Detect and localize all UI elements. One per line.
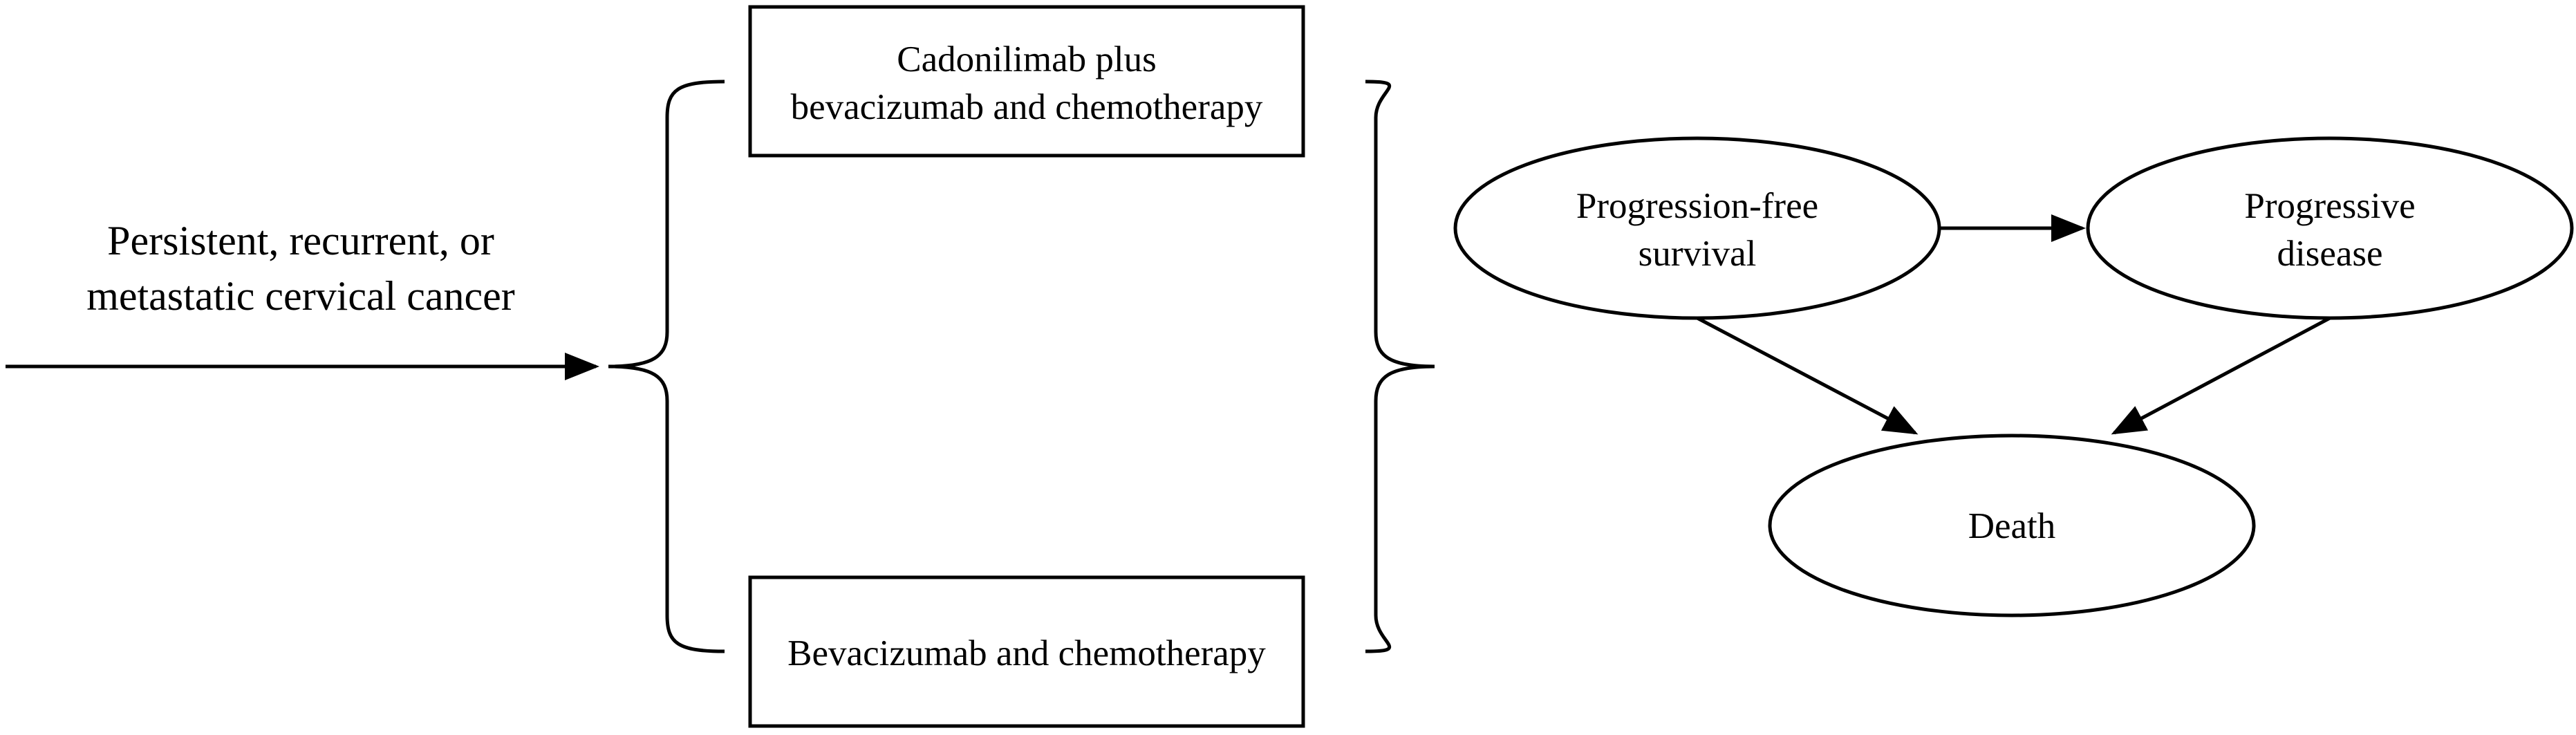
treatment-arm-box-control (748, 575, 1305, 728)
treatment-arm-label-line2: bevacizumab and chemotherapy (791, 87, 1263, 127)
health-state-label-line2: disease (2277, 234, 2382, 274)
health-state-label-line1: Progressive (2244, 186, 2415, 226)
left-brace (608, 80, 725, 653)
health-state-label: Death (1968, 506, 2056, 546)
right-brace (1365, 80, 1435, 653)
population-label-line1: Persistent, recurrent, or (107, 218, 494, 263)
health-state-progression-free (1453, 136, 1941, 320)
treatment-arm-label: Bevacizumab and chemotherapy (787, 633, 1266, 673)
transition-arrow-pfs-to-death (1696, 316, 1919, 435)
health-state-label-line1: Progression-free (1576, 186, 1818, 226)
health-state-label-line2: survival (1639, 234, 1757, 274)
treatment-arm-label-line1: Cadonilimab plus (897, 39, 1156, 80)
health-state-death (1768, 434, 2256, 617)
transition-arrow-pd-to-death (2111, 316, 2331, 435)
treatment-arm-box-cadonilimab (748, 5, 1305, 158)
population-label-line2: metastatic cervical cancer (86, 273, 515, 319)
health-state-progressive-disease (2086, 136, 2574, 320)
